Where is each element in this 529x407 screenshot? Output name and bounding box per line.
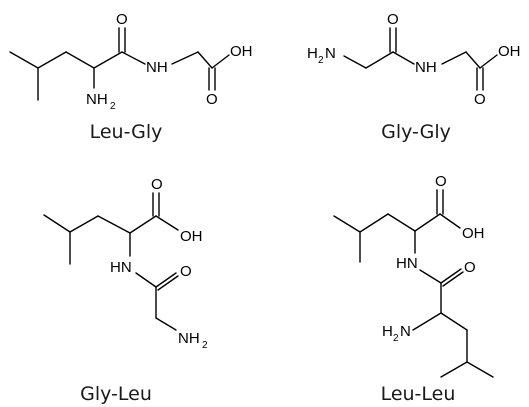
- gly-leu-bonds: [43, 192, 179, 331]
- molecule-leu-gly: O NH OH O NH 2 Leu-Gly: [9, 11, 253, 143]
- molecule-name-gly-leu: Gly-Leu: [80, 383, 152, 405]
- leu-leu-amine: H 2 N: [382, 323, 411, 344]
- gly-leu-amide-hn: HN: [110, 259, 132, 276]
- molecule-name-leu-leu: Leu-Leu: [381, 383, 456, 405]
- gly-gly-amine: H 2 N: [307, 45, 336, 66]
- svg-text:N: N: [325, 45, 336, 62]
- gly-leu-carbonyl-oxygen: O: [180, 263, 192, 280]
- gly-gly-acid-oxygen: O: [474, 91, 486, 108]
- molecule-gly-leu: O OH HN O NH 2 Gly-Leu: [43, 176, 208, 405]
- molecule-leu-leu: O OH HN O H 2 N Leu-Leu: [333, 173, 494, 405]
- leu-gly-amine: NH 2: [86, 91, 116, 112]
- svg-text:2: 2: [110, 101, 116, 112]
- svg-text:2: 2: [202, 340, 208, 351]
- gly-gly-hydroxyl: OH: [498, 43, 521, 60]
- svg-text:2: 2: [393, 333, 399, 344]
- leu-gly-carbonyl-oxygen: O: [116, 11, 128, 28]
- svg-text:2: 2: [318, 55, 324, 66]
- svg-text:NH: NH: [86, 91, 108, 108]
- leu-gly-acid-oxygen: O: [206, 91, 218, 108]
- leu-gly-bonds: [9, 27, 230, 101]
- gly-gly-carbonyl-oxygen: O: [387, 11, 399, 28]
- svg-text:NH: NH: [178, 330, 200, 347]
- svg-text:H: H: [382, 323, 393, 340]
- gly-gly-amide-nh: NH: [415, 59, 437, 76]
- gly-leu-hydroxyl: OH: [180, 228, 203, 245]
- molecule-name-gly-gly: Gly-Gly: [381, 121, 451, 143]
- gly-leu-acid-oxygen: O: [151, 176, 163, 193]
- leu-leu-carbonyl-oxygen: O: [464, 259, 476, 276]
- leu-leu-amide-hn: HN: [396, 255, 418, 272]
- svg-text:N: N: [400, 323, 411, 340]
- leu-leu-acid-oxygen: O: [435, 173, 447, 190]
- leu-gly-amide-nh: NH: [146, 59, 168, 76]
- leu-leu-bonds: [333, 189, 494, 378]
- gly-gly-bonds: [343, 27, 498, 91]
- leu-leu-hydroxyl: OH: [462, 225, 485, 242]
- molecule-gly-gly: H 2 N O NH OH O Gly-Gly: [307, 11, 521, 143]
- molecule-name-leu-gly: Leu-Gly: [90, 121, 163, 143]
- svg-text:H: H: [307, 45, 318, 62]
- gly-leu-amine: NH 2: [178, 330, 208, 351]
- leu-gly-hydroxyl: OH: [230, 43, 253, 60]
